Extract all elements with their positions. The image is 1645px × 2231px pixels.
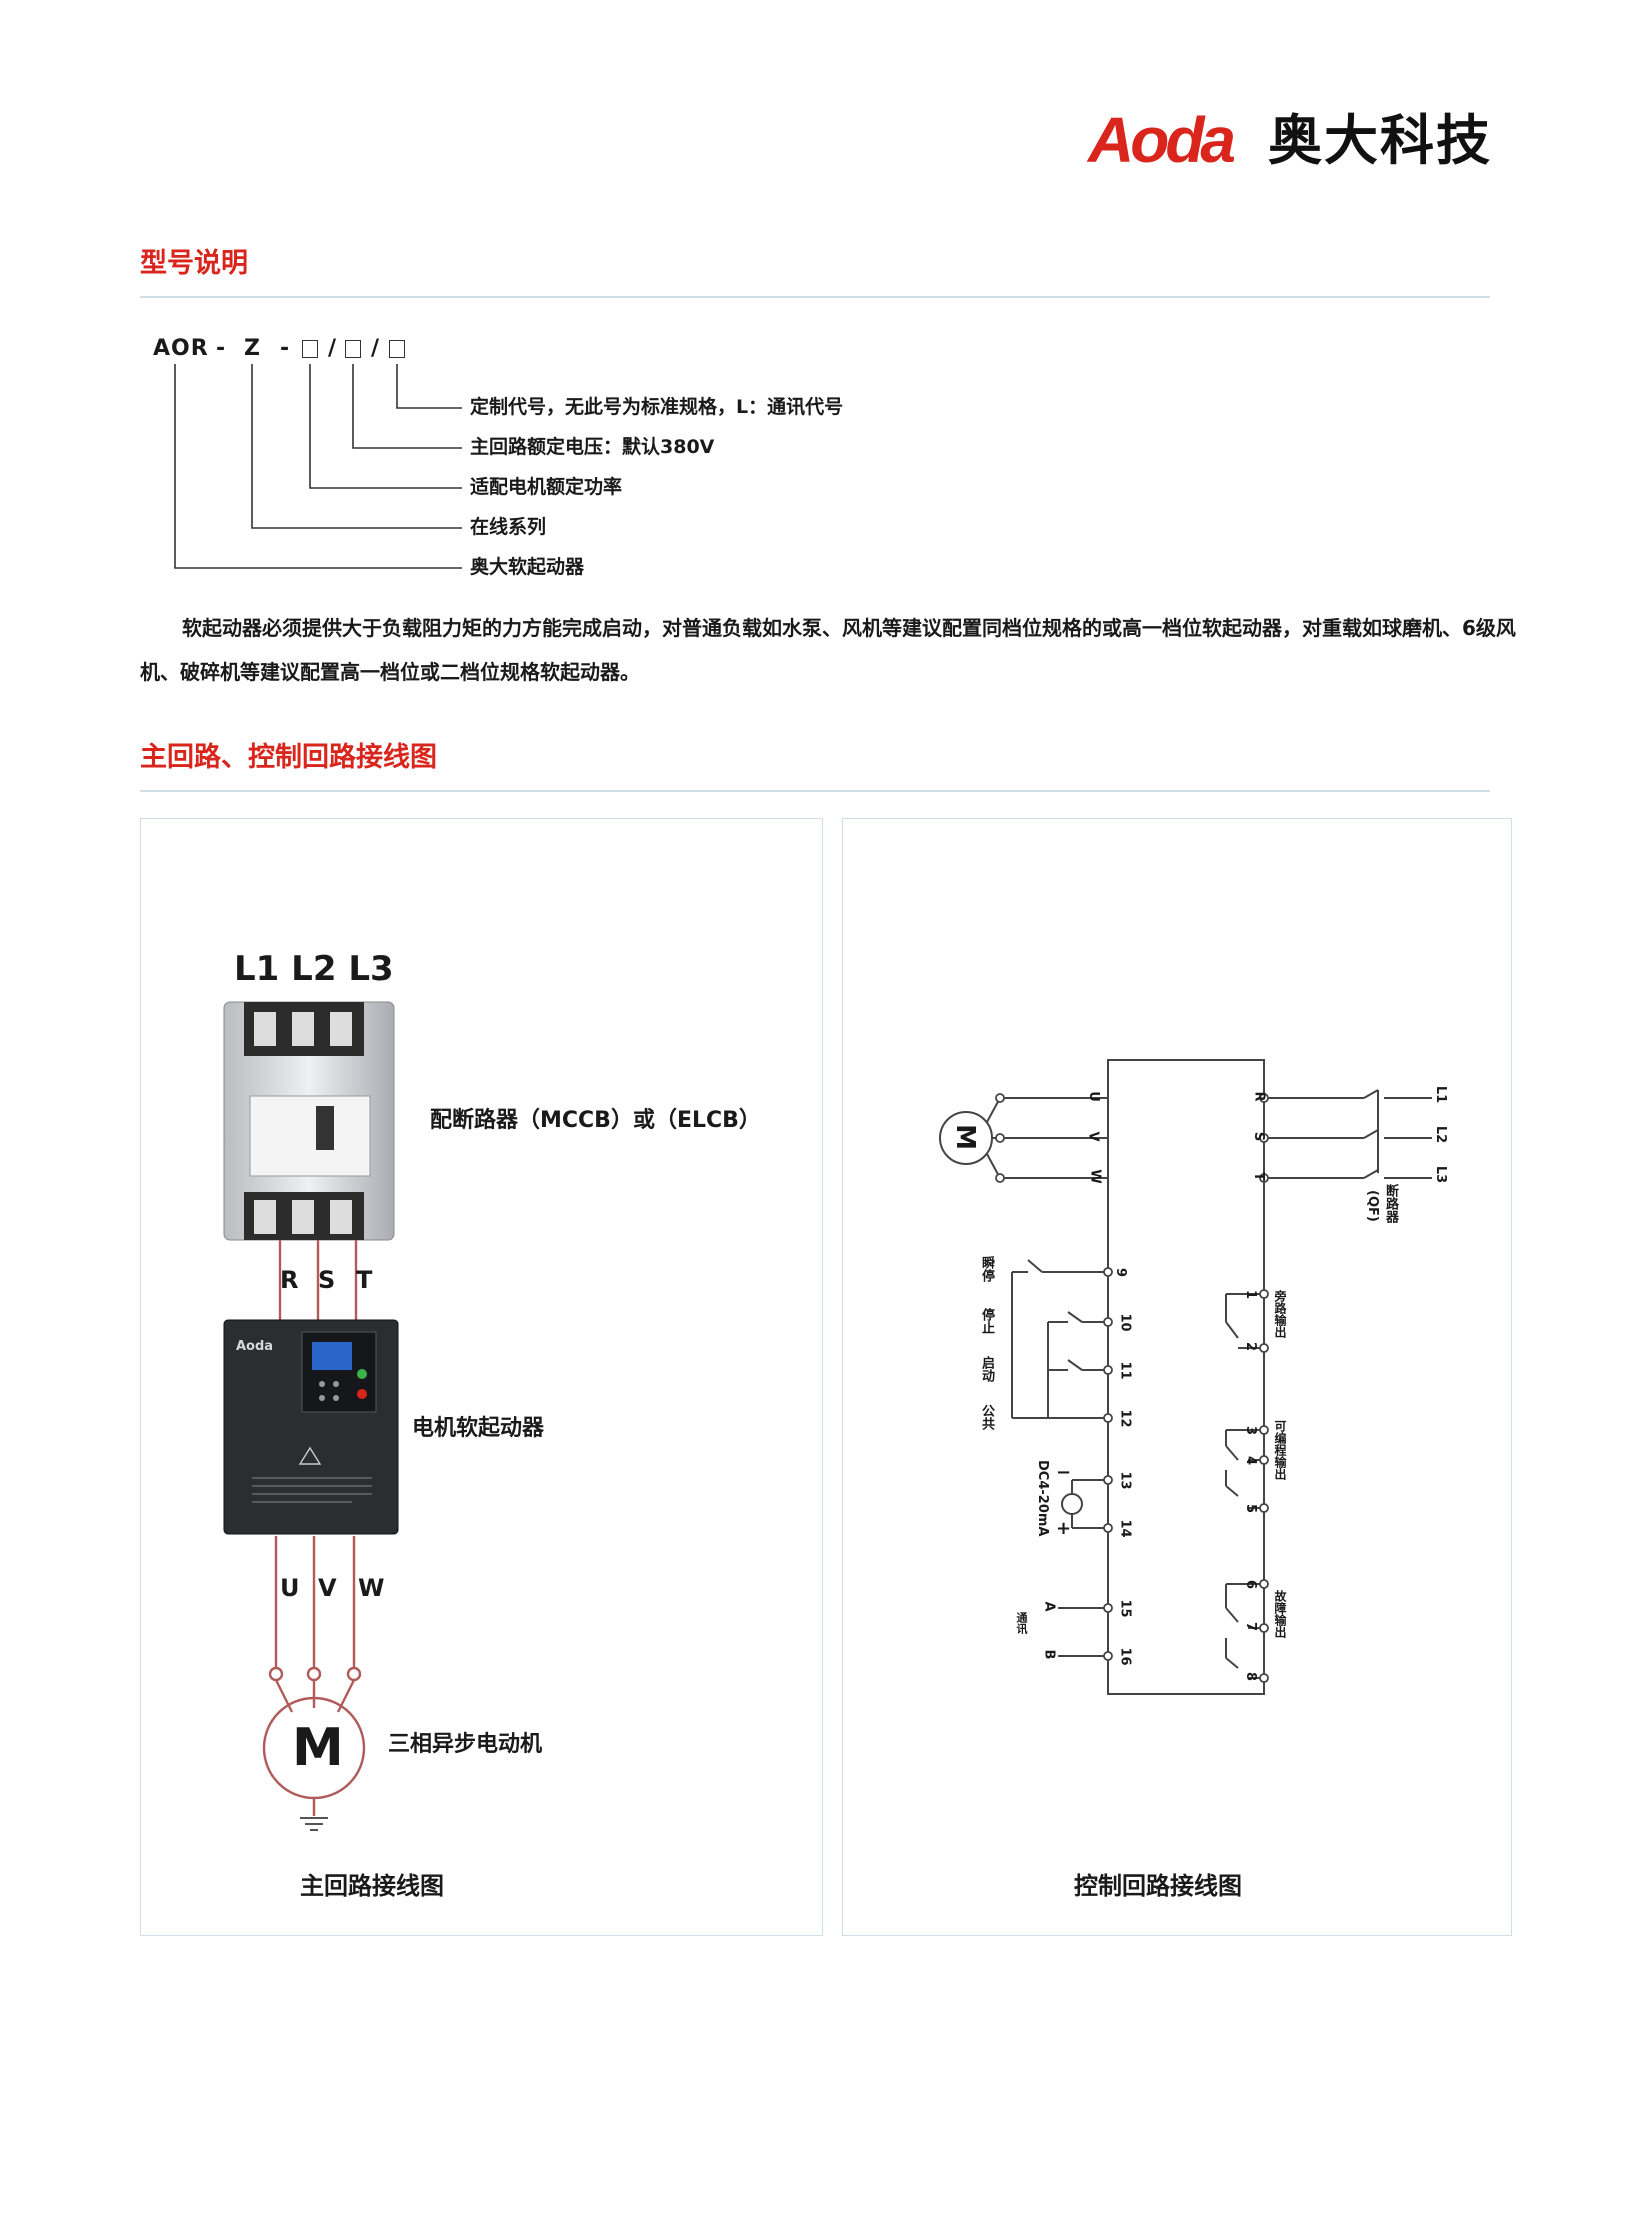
relay-terminal-6: 6 bbox=[1243, 1579, 1259, 1590]
ctrl-analog-plus: + bbox=[1056, 1518, 1072, 1539]
ctrl-terminal-15: 15 bbox=[1117, 1599, 1133, 1618]
soft-starter-image bbox=[223, 1319, 399, 1535]
section-title-model: 型号说明 bbox=[140, 248, 248, 279]
ctrl-line-l1: L1 bbox=[1433, 1085, 1449, 1104]
relay-terminal-1: 1 bbox=[1243, 1289, 1259, 1300]
starter-label: 电机软起动器 bbox=[412, 1416, 545, 1441]
ctrl-breaker-code: (QF) bbox=[1365, 1190, 1380, 1222]
model-desc-brand: 奥大软起动器 bbox=[470, 556, 585, 578]
brand-logo-cn: 奥大科技 bbox=[1268, 109, 1492, 172]
model-leader-lines bbox=[174, 364, 462, 569]
relay-terminal-3: 3 bbox=[1243, 1425, 1259, 1436]
ctrl-terminal-w: W bbox=[1087, 1169, 1103, 1184]
input-line-labels: L1 L2 L3 bbox=[234, 949, 394, 989]
terminal-v-label: V bbox=[318, 1574, 337, 1602]
terminal-w-label: W bbox=[358, 1574, 385, 1602]
model-slash-1: / bbox=[328, 336, 338, 361]
ctrl-motor-symbol: M bbox=[949, 1124, 980, 1150]
ctrl-label-stop: 停止 bbox=[979, 1308, 994, 1334]
ctrl-line-l2: L2 bbox=[1433, 1125, 1449, 1144]
uvw-wires-and-motor bbox=[262, 1536, 366, 1831]
model-slash-2: / bbox=[371, 336, 381, 361]
ctrl-label-emergency-stop: 瞬停 bbox=[979, 1256, 994, 1282]
ctrl-terminal-s: S bbox=[1251, 1131, 1267, 1142]
section-rule bbox=[140, 790, 1490, 792]
ctrl-terminal-v: V bbox=[1085, 1131, 1101, 1142]
model-desc-power: 适配电机额定功率 bbox=[470, 476, 623, 498]
relay-terminal-8: 8 bbox=[1243, 1671, 1259, 1682]
ctrl-comm-label: 通讯 bbox=[1015, 1612, 1028, 1634]
model-series: Z bbox=[244, 336, 261, 361]
model-desc-custom: 定制代号，无此号为标准规格，L：通讯代号 bbox=[470, 396, 844, 418]
breaker-image bbox=[223, 1001, 395, 1241]
model-desc-voltage: 主回路额定电压：默认380V bbox=[470, 436, 715, 458]
section-rule bbox=[140, 296, 1490, 298]
terminal-r-label: R bbox=[280, 1266, 299, 1294]
ctrl-terminal-10: 10 bbox=[1117, 1313, 1133, 1332]
ctrl-terminal-13: 13 bbox=[1117, 1471, 1133, 1490]
selection-paragraph: 软起动器必须提供大于负载阻力矩的力方能完成启动，对普通负载如水泵、风机等建议配置… bbox=[140, 616, 1516, 684]
ctrl-terminal-11: 11 bbox=[1117, 1361, 1133, 1380]
control-wiring-diagram bbox=[939, 1059, 1432, 1695]
ctrl-comm-b: B bbox=[1041, 1649, 1057, 1660]
model-dash-2: - bbox=[280, 336, 291, 361]
ctrl-terminal-9: 9 bbox=[1113, 1267, 1129, 1278]
ctrl-line-l3: L3 bbox=[1433, 1165, 1449, 1184]
terminal-s-label: S bbox=[318, 1266, 336, 1294]
main-circuit-caption: 主回路接线图 bbox=[300, 1872, 444, 1900]
relay-label-programmable: 可编程输出 bbox=[1273, 1420, 1287, 1480]
ctrl-analog-label: DC4-20mA bbox=[1035, 1460, 1050, 1537]
section-title-wiring: 主回路、控制回路接线图 bbox=[140, 742, 437, 773]
model-power-box bbox=[302, 340, 318, 358]
model-voltage-box bbox=[345, 340, 361, 358]
starter-brand: Aoda bbox=[236, 1339, 274, 1354]
ctrl-terminal-12: 12 bbox=[1117, 1409, 1133, 1428]
control-circuit-caption: 控制回路接线图 bbox=[1074, 1872, 1242, 1900]
terminal-u-label: U bbox=[280, 1574, 300, 1602]
rst-wires bbox=[278, 1240, 358, 1320]
relay-terminal-7: 7 bbox=[1243, 1621, 1259, 1632]
relay-terminal-2: 2 bbox=[1243, 1341, 1259, 1352]
relay-label-bypass: 旁路输出 bbox=[1273, 1290, 1287, 1338]
ctrl-terminal-r: R bbox=[1251, 1091, 1267, 1102]
model-desc-series: 在线系列 bbox=[470, 516, 547, 538]
breaker-label: 配断路器（MCCB）或（ELCB） bbox=[430, 1108, 761, 1133]
model-dash-1: - bbox=[216, 336, 227, 361]
ctrl-terminal-u: U bbox=[1085, 1091, 1101, 1102]
ctrl-terminal-t: T bbox=[1250, 1172, 1266, 1181]
ctrl-label-common: 公共 bbox=[979, 1404, 994, 1430]
ctrl-analog-minus: − bbox=[1056, 1462, 1072, 1483]
relay-label-fault: 故障输出 bbox=[1273, 1590, 1287, 1638]
ctrl-terminal-14: 14 bbox=[1117, 1519, 1133, 1538]
brand-logo-latin: Aoda bbox=[1088, 104, 1236, 176]
relay-terminal-4: 4 bbox=[1243, 1455, 1259, 1466]
ctrl-breaker-label: 断路器 bbox=[1383, 1184, 1398, 1223]
ctrl-terminal-16: 16 bbox=[1117, 1647, 1133, 1666]
motor-label: 三相异步电动机 bbox=[388, 1732, 543, 1757]
ctrl-comm-a: A bbox=[1041, 1601, 1057, 1612]
motor-symbol: M bbox=[292, 1718, 344, 1778]
control-circuit-panel bbox=[842, 818, 1512, 1936]
ctrl-label-start: 启动 bbox=[979, 1356, 994, 1382]
terminal-t-label: T bbox=[356, 1266, 373, 1294]
main-circuit-panel bbox=[140, 818, 823, 1936]
model-custom-box bbox=[389, 340, 405, 358]
model-prefix: AOR bbox=[153, 336, 209, 361]
relay-terminal-5: 5 bbox=[1243, 1503, 1259, 1514]
